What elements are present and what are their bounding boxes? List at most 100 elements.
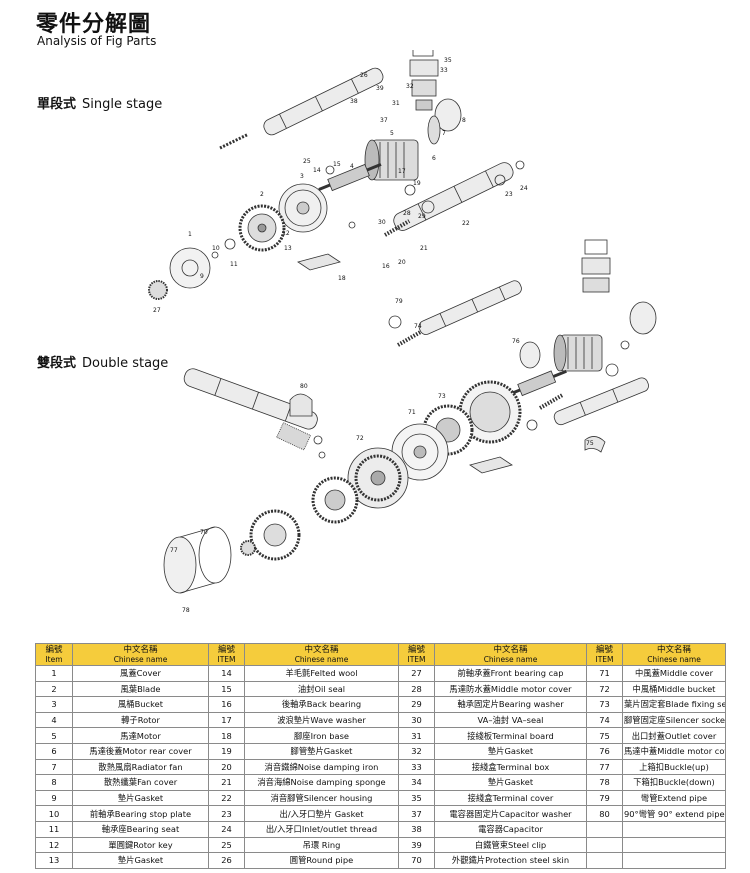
item-number: 70 [398,852,435,869]
item-number: 6 [35,742,73,760]
item-number: 30 [398,711,435,729]
item-number: 13 [35,852,73,869]
item-number: 75 [586,727,623,744]
callout: 73 [438,393,446,400]
callout: 30 [378,219,386,226]
part-name: 腳管固定座Silencer socket [622,711,726,729]
part-name: 電容器Capacitor [434,820,587,838]
part-name: 白鐵管束Steel clip [434,836,587,854]
callout: 17 [398,168,406,175]
item-number: 22 [208,789,245,807]
part-name: 消音鐵綿Noise damping iron [244,758,399,776]
callout: 7 [442,130,446,137]
part-name: 腳座Iron base [244,727,399,744]
header-en: ITEM [217,654,236,664]
item-number: 35 [398,789,435,807]
item-number: 11 [35,820,73,838]
part-name: 消音海綿Noise damping sponge [244,774,399,791]
callout: 37 [380,117,388,124]
header-zh: 編號 [595,644,613,655]
item-number: 37 [398,805,435,822]
part-name: 彎管Extend pipe [622,789,726,807]
item-number: 72 [586,680,623,698]
part-name: 外觀鐵片Protection steel skin [434,852,587,869]
item-number: 24 [208,820,245,838]
item-number: 27 [398,665,435,682]
section-single-stage-en: Single stage [82,97,163,112]
item-number: 7 [35,758,73,776]
item-number: 71 [586,665,623,682]
callout: 11 [230,261,238,268]
callout: 24 [520,185,528,192]
part-name: 墊片Gasket [434,742,587,760]
header-en: Item [45,654,63,664]
part-name: 出/入牙口Inlet/outlet thread [244,820,399,838]
item-number: 32 [398,742,435,760]
item-number: 79 [586,789,623,807]
item-number: 10 [35,805,73,822]
part-name: 墊片Gasket [72,852,209,869]
header-en: Chinese name [294,654,349,664]
callout: 28 [403,210,411,217]
callout: 29 [418,213,426,220]
part-name: 中風桶Middle bucket [622,680,726,698]
header-zh: 中文名稱 [123,644,158,655]
single-stage-drawing [148,50,525,300]
part-name: 波浪墊片Wave washer [244,711,399,729]
callout: 76 [512,338,520,345]
callout: 2 [260,191,264,198]
callout: 38 [350,98,358,105]
header-zh: 中文名稱 [304,644,339,655]
part-name: 90°彎管 90° extend pipe [622,805,726,822]
part-name: 出/入牙口墊片 Gasket [244,805,399,822]
callout: 1 [188,231,192,238]
header-en: Chinese name [647,654,701,664]
callout: 12 [282,230,290,237]
part-name: 接綫盒Terminal cover [434,789,587,807]
callout: 15 [333,161,341,168]
item-number: 21 [208,774,245,791]
callout: 13 [284,245,292,252]
item-number: 34 [398,774,435,791]
callout: 77 [170,547,178,554]
part-name: 散熱風扇Radiator fan [72,758,209,776]
item-number [586,836,623,854]
item-number: 28 [398,680,435,698]
part-name: 消音腳管Silencer housing [244,789,399,807]
part-name: 後軸承Back bearing [244,696,399,713]
item-number: 23 [208,805,245,822]
callout: 72 [356,435,364,442]
callout: 74 [414,323,422,330]
page-subtitle: Analysis of Fig Parts [37,34,157,48]
callout: 79 [395,298,403,305]
callout: 20 [398,259,406,266]
part-name: 風桶Bucket [72,696,209,713]
callout: 18 [338,275,346,282]
callout: 5 [390,130,394,137]
part-name: 馬達中蓋Middle motor cover [622,742,726,760]
item-number: 8 [35,774,73,791]
callout: 3 [300,173,304,180]
item-number: 19 [208,742,245,760]
part-name: 馬達後蓋Motor rear cover [72,742,209,760]
item-number: 39 [398,836,435,854]
section-double-stage-zh: 雙段式 [37,356,77,371]
item-number: 16 [208,696,245,713]
part-name: 馬達防水蓋Middle motor cover [434,680,587,698]
item-number: 25 [208,836,245,854]
part-name: 前軸承Bearing stop plate [72,805,209,822]
part-name: 上箱扣Buckle(up) [622,758,726,776]
item-number: 1 [35,665,73,682]
callout: 9 [200,273,204,280]
